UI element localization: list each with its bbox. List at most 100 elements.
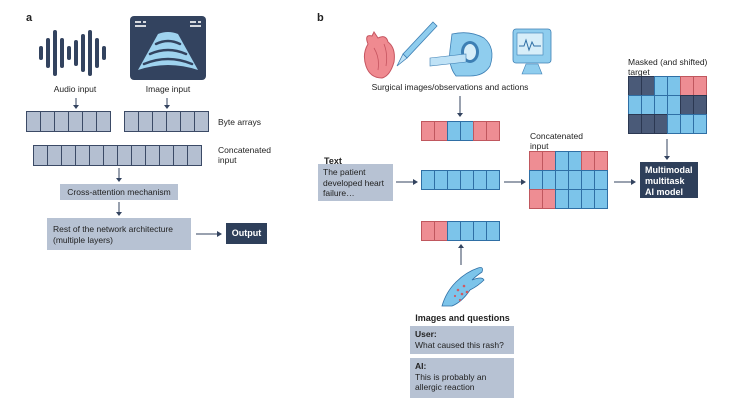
question-token-row — [421, 221, 500, 241]
token-cell-blue — [529, 170, 543, 190]
cross-attention-box: Cross-attention mechanism — [60, 184, 178, 200]
token-cell-red — [542, 151, 556, 171]
audio-waveform-icon — [39, 30, 106, 76]
token-cell-blue — [667, 76, 681, 96]
token-cell-dark — [628, 114, 642, 134]
ai-label: AI: — [415, 361, 427, 371]
b-concat-line2: input — [530, 141, 549, 151]
token-cell-blue — [486, 170, 500, 190]
token-cell-gray — [40, 111, 55, 132]
ai-answer-box: AI: This is probably an allergic reactio… — [410, 358, 514, 398]
grid-row — [628, 95, 707, 115]
token-cell-red — [473, 121, 487, 141]
token-cell-blue — [568, 151, 582, 171]
token-cell-blue — [654, 76, 668, 96]
token-cell-blue — [486, 221, 500, 241]
token-cell-red — [529, 189, 543, 209]
token-cell-red — [542, 189, 556, 209]
token-cell-blue — [693, 114, 707, 134]
ultrasound-image-icon — [130, 16, 206, 80]
token-cell-blue — [460, 221, 474, 241]
ai-text-line2: allergic reaction — [415, 382, 475, 392]
token-cell-gray — [131, 145, 146, 166]
text-body-line3: failure… — [323, 188, 355, 198]
arrow-to-cross-attention — [116, 168, 122, 182]
text-input-box: The patient developed heart failure… — [318, 164, 393, 201]
token-cell-blue — [594, 170, 608, 190]
token-cell-blue — [667, 95, 681, 115]
grid-row — [628, 114, 707, 134]
arrow-hand-up — [458, 244, 464, 265]
masked-line2: target — [628, 67, 650, 77]
concatenated-input-grid — [529, 151, 608, 209]
multimodal-model-box: Multimodal multitask AI model — [640, 162, 698, 198]
concatenated-input-array — [33, 145, 202, 166]
token-cell-blue — [555, 189, 569, 209]
token-cell-gray — [180, 111, 195, 132]
token-cell-blue — [680, 114, 694, 134]
token-cell-blue — [581, 189, 595, 209]
token-cell-gray — [166, 111, 181, 132]
audio-input-label: Audio input — [53, 84, 97, 94]
token-cell-blue — [555, 151, 569, 171]
masked-line1: Masked (and shifted) — [628, 57, 708, 67]
token-cell-dark — [654, 114, 668, 134]
token-cell-gray — [68, 111, 83, 132]
output-box: Output — [226, 223, 267, 244]
token-cell-blue — [473, 221, 487, 241]
token-cell-red — [421, 221, 435, 241]
token-cell-dark — [693, 95, 707, 115]
grid-row — [529, 170, 608, 190]
byte-arrays-label: Byte arrays — [218, 117, 261, 127]
token-cell-gray — [82, 111, 97, 132]
token-cell-red — [421, 121, 435, 141]
text-body-line1: The patient — [323, 167, 366, 177]
masked-target-grid — [628, 76, 707, 134]
token-cell-gray — [61, 145, 76, 166]
token-cell-blue — [447, 221, 461, 241]
user-label: User: — [415, 329, 437, 339]
arrow-to-model — [614, 179, 636, 185]
user-text: What caused this rash? — [415, 339, 504, 350]
token-cell-gray — [47, 145, 62, 166]
token-cell-gray — [187, 145, 202, 166]
model-line3: AI model — [645, 187, 684, 197]
token-cell-blue — [568, 189, 582, 209]
token-cell-gray — [96, 111, 111, 132]
token-cell-blue — [460, 170, 474, 190]
token-cell-red — [434, 221, 448, 241]
token-cell-blue — [594, 189, 608, 209]
grid-row — [529, 189, 608, 209]
concat-label-line2: input — [218, 155, 237, 165]
token-cell-blue — [641, 95, 655, 115]
surgical-label: Surgical images/observations and actions — [371, 82, 529, 92]
token-cell-blue — [460, 121, 474, 141]
token-cell-blue — [555, 170, 569, 190]
arrow-image-down — [164, 98, 170, 109]
token-cell-gray — [124, 111, 139, 132]
panel-b-label: b — [317, 12, 324, 24]
image-byte-array — [124, 111, 209, 132]
rest-line2: (multiple layers) — [53, 234, 113, 245]
token-cell-dark — [641, 114, 655, 134]
text-token-row — [421, 170, 500, 190]
token-cell-blue — [473, 170, 487, 190]
arrow-to-output — [196, 231, 222, 237]
rest-of-network-box: Rest of the network architecture (multip… — [47, 218, 191, 250]
image-input-label: Image input — [145, 84, 191, 94]
grid-row — [628, 76, 707, 96]
token-cell-red — [529, 151, 543, 171]
model-line2: multitask — [645, 176, 685, 186]
token-cell-blue — [667, 114, 681, 134]
arrow-audio-down — [73, 98, 79, 109]
token-cell-gray — [138, 111, 153, 132]
panel-a-label: a — [26, 12, 33, 24]
token-cell-gray — [194, 111, 209, 132]
heart-icon — [363, 31, 395, 79]
token-cell-gray — [145, 145, 160, 166]
arrow-to-rest — [116, 202, 122, 216]
token-cell-gray — [33, 145, 48, 166]
token-cell-red — [594, 151, 608, 171]
token-cell-blue — [628, 95, 642, 115]
token-cell-gray — [117, 145, 132, 166]
